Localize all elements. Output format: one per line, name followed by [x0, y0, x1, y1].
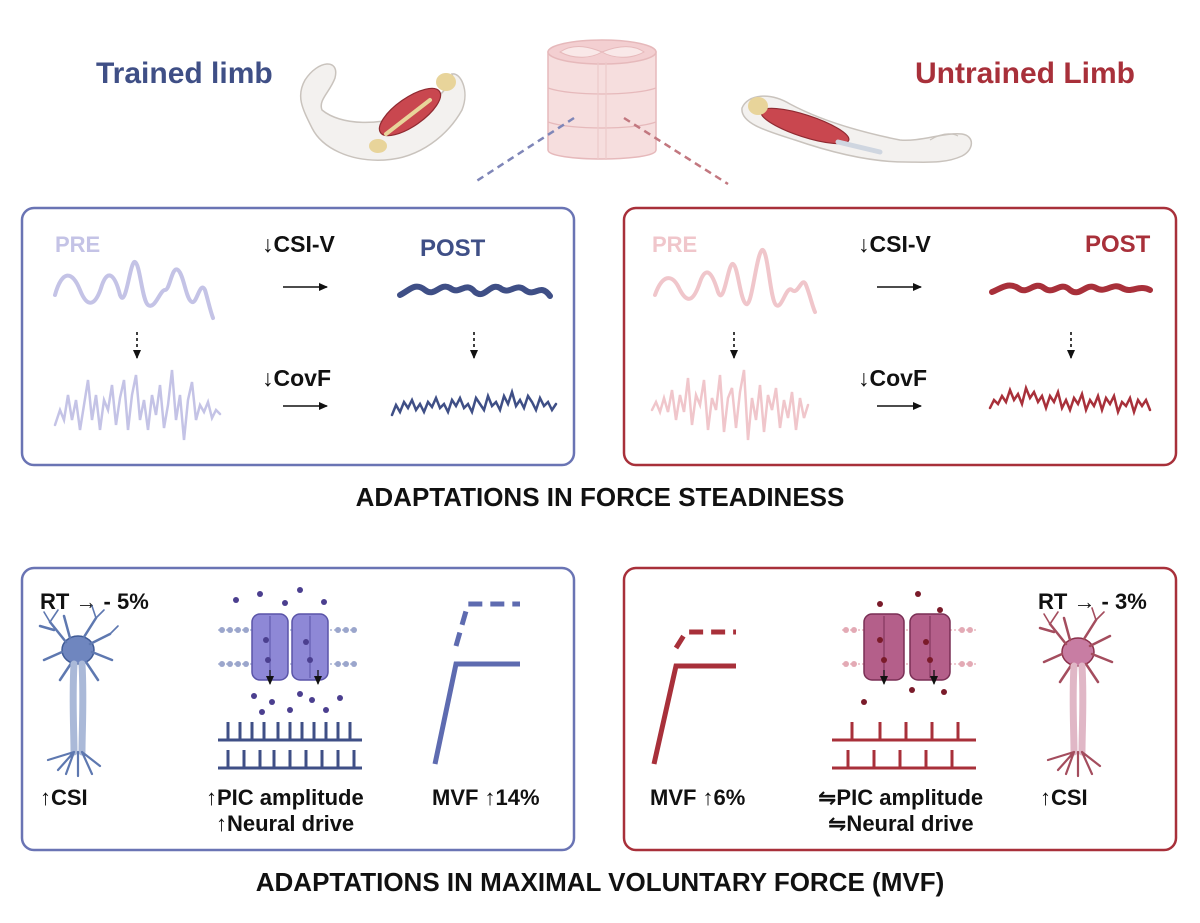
trained-covf-label: ↓CovF	[262, 365, 331, 391]
steadiness-section-title: ADAPTATIONS IN FORCE STEADINESS	[356, 482, 845, 512]
trained-connector-line	[474, 116, 575, 184]
untrained-neural-drive-label: ⇋Neural drive	[828, 811, 974, 836]
spinal-cord-icon	[547, 39, 657, 160]
trained-ion-channel-icon	[218, 587, 358, 715]
trained-spike-train-icon	[218, 722, 362, 770]
trained-mvf-panel	[20, 566, 576, 852]
untrained-post-label: POST	[1085, 231, 1151, 258]
untrained-csiv-label: ↓CSI-V	[858, 231, 932, 257]
untrained-pre-covf-trace	[650, 369, 810, 441]
untrained-mvf-panel	[622, 566, 1178, 852]
untrained-arm-icon	[741, 95, 973, 163]
trained-neural-drive-label: ↑Neural drive	[216, 811, 354, 836]
untrained-motoneuron-icon	[1038, 607, 1114, 778]
trained-post-force-trace	[397, 283, 553, 299]
untrained-pre-force-trace	[653, 247, 817, 314]
trained-steadiness-panel	[20, 206, 576, 467]
untrained-post-force-trace	[989, 282, 1153, 296]
trained-rt-label: RT → - 5%	[40, 589, 149, 614]
untrained-connector-line	[623, 116, 729, 186]
mvf-section-title: ADAPTATIONS IN MAXIMAL VOLUNTARY FORCE (…	[256, 867, 945, 897]
untrained-pre-label: PRE	[652, 232, 697, 257]
untrained-ion-channel-icon	[842, 591, 978, 705]
untrained-pic-label: ⇋PIC amplitude	[818, 785, 983, 810]
untrained-steadiness-panel	[622, 206, 1178, 467]
trained-mvf-label: MVF ↑14%	[432, 785, 540, 810]
trained-pre-covf-trace	[53, 369, 222, 441]
trained-motoneuron-icon	[38, 605, 119, 778]
trained-arm-icon	[299, 63, 466, 161]
trained-csi-label: ↑CSI	[40, 785, 88, 810]
trained-pre-label: PRE	[55, 232, 100, 257]
trained-pre-force-trace	[53, 259, 215, 320]
untrained-csi-label: ↑CSI	[1040, 785, 1088, 810]
untrained-covf-label: ↓CovF	[858, 365, 927, 391]
trained-pic-label: ↑PIC amplitude	[206, 785, 364, 810]
untrained-mvf-force-curve	[651, 629, 736, 765]
trained-post-label: POST	[420, 235, 486, 262]
trained-mvf-force-curve	[432, 601, 520, 765]
untrained-post-covf-trace	[988, 383, 1152, 417]
trained-post-covf-trace	[390, 387, 558, 417]
untrained-spike-train-icon	[832, 722, 976, 770]
untrained-mvf-label: MVF ↑6%	[650, 785, 745, 810]
untrained-limb-label: Untrained Limb	[915, 57, 1135, 90]
trained-csiv-label: ↓CSI-V	[262, 231, 336, 257]
trained-limb-label: Trained limb	[96, 57, 273, 90]
